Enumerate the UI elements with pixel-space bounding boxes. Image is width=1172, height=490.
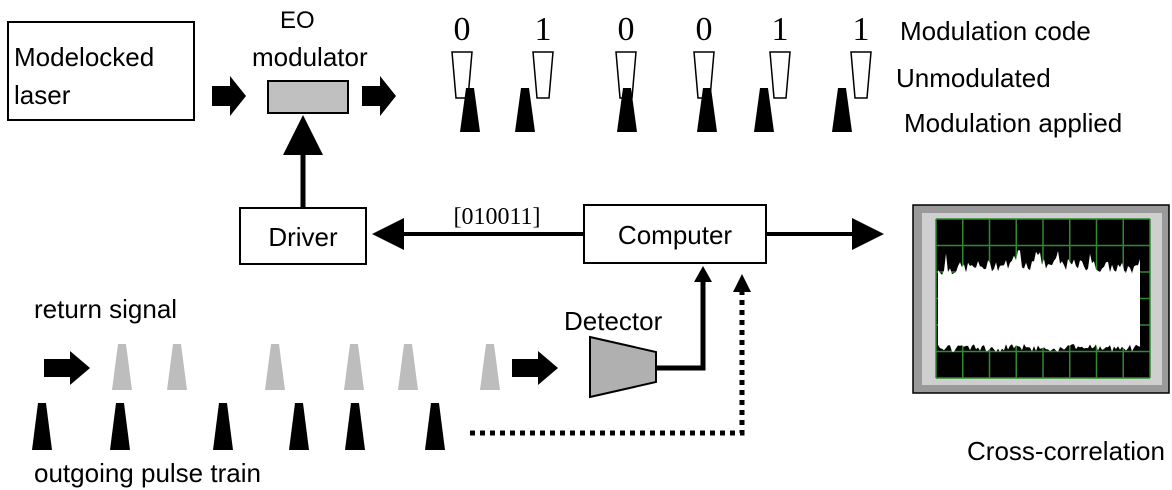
detector: Detector <box>564 306 663 399</box>
eo-label-line1: EO <box>280 7 315 34</box>
eo-modulator: EO modulator <box>252 7 368 114</box>
outgoing-pulse <box>289 403 309 450</box>
code-sent-label: [010011] <box>453 204 540 230</box>
eo-label-line2: modulator <box>252 42 368 72</box>
code-bit: 1 <box>772 11 789 48</box>
return-pulse <box>398 344 418 390</box>
modulated-pulse <box>754 88 774 132</box>
legend-modulation-applied: Modulation applied <box>904 108 1122 138</box>
computer-label: Computer <box>618 220 732 250</box>
modulator-block <box>267 80 349 114</box>
outgoing-pulse <box>213 403 233 450</box>
code-bit: 1 <box>535 11 552 48</box>
unmodulated-pulse <box>769 51 791 99</box>
modulated-pulses <box>460 88 852 132</box>
block-arrow-return-in <box>44 351 90 385</box>
laser-box: Modelocked laser <box>7 21 195 121</box>
detector-shape <box>589 335 657 399</box>
modulation-code-bits: 0 1 0 0 1 1 <box>454 11 870 48</box>
modulated-pulse <box>515 88 535 132</box>
arrowhead-detector <box>694 266 712 282</box>
correlation-trace <box>938 250 1140 352</box>
return-pulse <box>344 344 364 390</box>
modulated-pulse <box>832 88 852 132</box>
computer-box: Computer <box>583 204 767 264</box>
unmodulated-pulses <box>451 51 872 99</box>
return-pulse <box>167 344 187 390</box>
unmodulated-pulse <box>532 51 554 99</box>
return-pulse <box>480 344 500 390</box>
outgoing-pulse <box>425 403 445 450</box>
modulated-pulse <box>460 88 480 132</box>
outgoing-pulse <box>345 403 365 450</box>
return-pulses <box>112 344 500 390</box>
laser-label-line2: laser <box>14 80 71 110</box>
block-arrow-laser-to-modulator <box>212 76 246 116</box>
dotted-reference-path <box>470 290 745 436</box>
outgoing-pulses <box>32 403 445 450</box>
cross-correlation-label: Cross-correlation <box>967 436 1165 466</box>
code-bit: 0 <box>696 11 713 48</box>
arrowhead-reference <box>733 274 751 292</box>
block-arrow-modulator-out <box>362 76 396 116</box>
outgoing-pulse <box>32 403 52 450</box>
detector-label: Detector <box>564 306 663 336</box>
code-bit: 0 <box>618 11 635 48</box>
arrow-detector-to-computer <box>656 276 706 371</box>
block-arrow-to-detector <box>512 351 558 385</box>
driver-label: Driver <box>268 222 338 252</box>
outgoing-pulse <box>110 403 130 450</box>
return-pulse <box>112 344 132 390</box>
driver-box: Driver <box>239 207 367 265</box>
return-pulse <box>265 344 285 390</box>
laser-label-line1: Modelocked <box>14 42 154 72</box>
code-bit: 1 <box>853 11 870 48</box>
code-bit: 0 <box>454 11 471 48</box>
return-signal-label: return signal <box>34 294 177 324</box>
unmodulated-pulse <box>850 51 872 99</box>
legend-unmodulated: Unmodulated <box>896 63 1051 93</box>
cross-correlation-display: Cross-correlation <box>912 204 1170 466</box>
modulated-pulse <box>617 88 637 132</box>
outgoing-pulse-train-label: outgoing pulse train <box>34 458 261 488</box>
modulated-pulse <box>697 88 717 132</box>
legend-modulation-code: Modulation code <box>900 16 1091 46</box>
